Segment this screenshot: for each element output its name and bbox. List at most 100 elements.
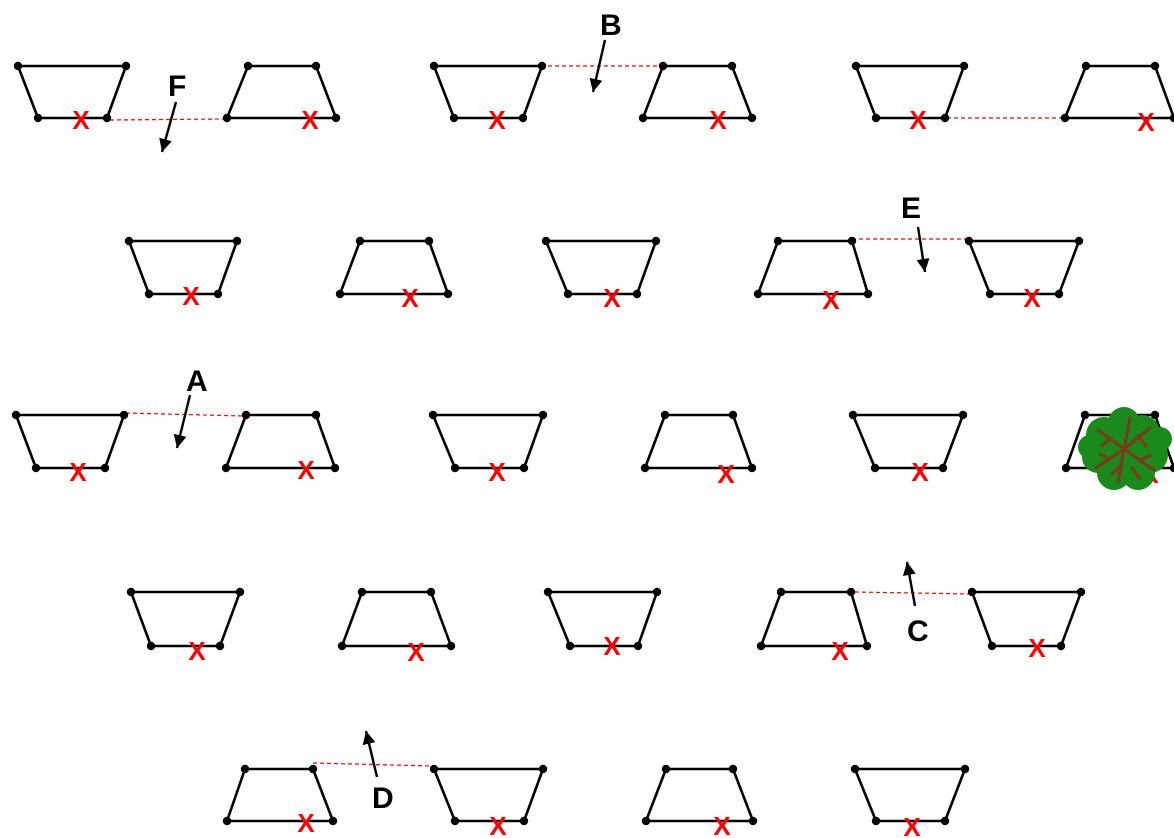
vertex-dot-icon [311,410,321,420]
vertex-dot-icon [1061,463,1071,473]
vertex-dot-icon [871,113,881,123]
x-marker: X [831,636,849,666]
x-marker: X [489,811,507,838]
vertex-dot-icon [747,113,757,123]
label-d: D [372,782,394,815]
arrow-icon [173,394,192,449]
stall: X [756,587,872,666]
x-marker: X [603,631,621,661]
tree-foliage [1148,427,1172,451]
vertex-dot-icon [870,463,880,473]
label-e: E [901,192,921,225]
vertex-dot-icon [658,61,668,71]
x-marker: X [822,285,840,315]
stall: X [753,236,873,315]
dashed-link [109,118,225,121]
tree-foliage [1108,407,1140,439]
vertex-dot-icon [31,463,41,473]
vertex-dot-icon [1060,113,1070,123]
vertex-dot-icon [940,113,950,123]
vertex-dot-icon [773,236,783,246]
stall-outline [643,413,754,470]
x-marker: X [1137,107,1155,137]
vertex-dot-icon [11,410,21,420]
vertex-dot-icon [541,236,551,246]
label-b: B [600,9,622,42]
vertex-dot-icon [215,641,225,651]
vertex-dot-icon [1054,289,1064,299]
vertex-dot-icon [1056,641,1066,651]
vertex-dot-icon [337,641,347,651]
stall: X [335,236,453,313]
stall-outline [1063,64,1174,120]
x-marker: X [709,105,727,135]
vertex-dot-icon [850,764,860,774]
arrow-icon [362,730,379,778]
vertex-dot-icon [519,463,529,473]
stall-outline [544,239,658,296]
vertex-dot-icon [848,410,858,420]
tree-branch [1122,426,1152,451]
vertex-dot-icon [144,289,154,299]
vertex-dot-icon [958,410,968,420]
vertex-dot-icon [1150,61,1160,71]
x-marker: X [301,105,319,135]
tree-branch [1110,464,1122,476]
vertex-dot-icon [964,236,974,246]
vertex-dot-icon [640,463,650,473]
x-marker: X [69,457,87,487]
vertex-dot-icon [232,236,242,246]
stall: X [429,764,548,838]
stall: X [851,61,969,135]
vertex-dot-icon [1169,113,1174,123]
vertex-dot-icon [428,410,438,420]
vertex-dot-icon [967,587,977,597]
stall-outline [851,413,965,470]
stall: X [543,587,662,661]
vertex-dot-icon [747,463,757,473]
vertex-dot-icon [124,236,134,246]
vertex-dot-icon [565,641,575,651]
vertex-dot-icon [102,113,112,123]
vertex-dot-icon [235,587,245,597]
x-marker: X [903,812,921,838]
label-c: C [907,615,929,648]
tree-branch [1138,454,1152,462]
stall-outline [759,590,869,648]
vertex-dot-icon [355,236,365,246]
vertex-dot-icon [847,236,857,246]
label-arrows [159,39,930,778]
stall: X [1060,61,1174,137]
vertex-dot-icon [222,113,232,123]
vertex-dot-icon [753,289,763,299]
x-marker: X [909,105,927,135]
vertex-dot-icon [633,641,643,651]
vertex-dot-icon [862,641,872,651]
vertex-dot-icon [748,816,758,826]
vertex-dot-icon [985,289,995,299]
arrow-head [173,433,187,448]
vertex-dot-icon [308,764,318,774]
vertex-dot-icon [126,587,136,597]
vertex-dot-icon [851,61,861,71]
vertex-dot-icon [33,113,43,123]
arrow-head [916,258,930,272]
vertex-dot-icon [641,816,651,826]
x-marker: X [488,457,506,487]
vertex-dot-icon [213,289,223,299]
x-marker: X [488,105,506,135]
vertex-dot-icon [335,289,345,299]
vertex-dot-icon [221,463,231,473]
tree-branch [1130,466,1142,480]
vertex-dot-icon [776,587,786,597]
stall: X [848,410,968,487]
vertex-dot-icon [846,587,856,597]
vertex-dot-icon [429,61,439,71]
vertex-dot-icon [652,587,662,597]
stall: X [221,410,340,485]
stall: X [640,410,757,489]
stall: X [541,236,661,313]
vertex-dot-icon [222,816,232,826]
stall-outline [224,413,337,470]
arrow-icon [589,39,607,93]
